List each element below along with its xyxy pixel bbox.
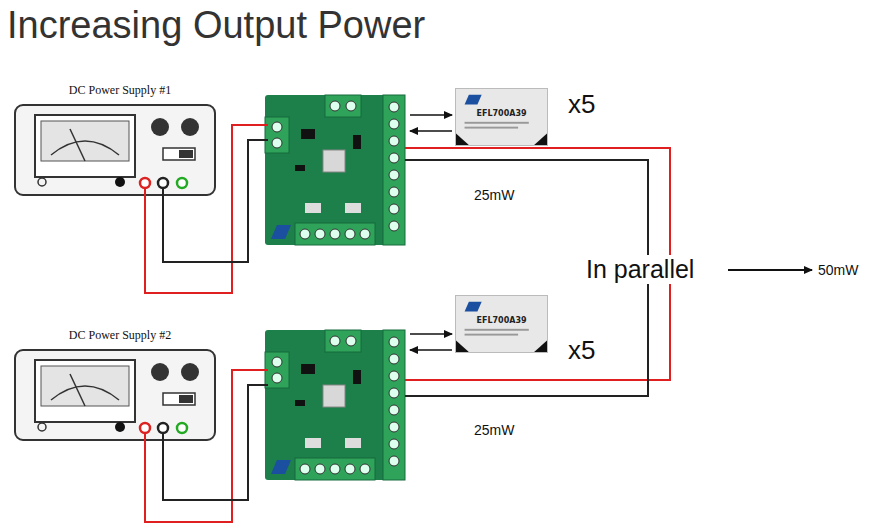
arrow — [728, 269, 812, 271]
note: In parallel — [584, 255, 696, 284]
arrow — [410, 130, 452, 132]
capacitor-chip: EFL700A39 — [455, 88, 548, 146]
arrow — [410, 333, 452, 335]
dc-power-supply — [15, 350, 215, 440]
eval-board — [265, 330, 405, 480]
capacitor-chip: EFL700A39 — [455, 295, 548, 353]
red-wire — [145, 125, 268, 293]
quantity: x5 — [568, 90, 595, 120]
quantity: x5 — [568, 336, 595, 366]
device-label: DC Power Supply #1 — [15, 84, 225, 98]
part-number: EFL700A39 — [456, 316, 547, 325]
dc-power-supply — [15, 105, 215, 195]
part-number: EFL700A39 — [456, 109, 547, 118]
black-wire — [163, 385, 268, 500]
device-label: DC Power Supply #2 — [15, 329, 225, 343]
power-value: 50mW — [818, 262, 858, 278]
power-supply: DC Power Supply #2 — [15, 329, 225, 440]
eval-board — [265, 95, 405, 245]
red-wire — [145, 370, 268, 522]
black-wire — [163, 140, 268, 262]
power-value: 25mW — [474, 187, 514, 203]
power-value: 25mW — [474, 422, 514, 438]
arrow — [410, 349, 452, 351]
title: Increasing Output Power — [7, 4, 425, 48]
power-supply: DC Power Supply #1 — [15, 84, 225, 195]
arrow — [410, 114, 452, 116]
